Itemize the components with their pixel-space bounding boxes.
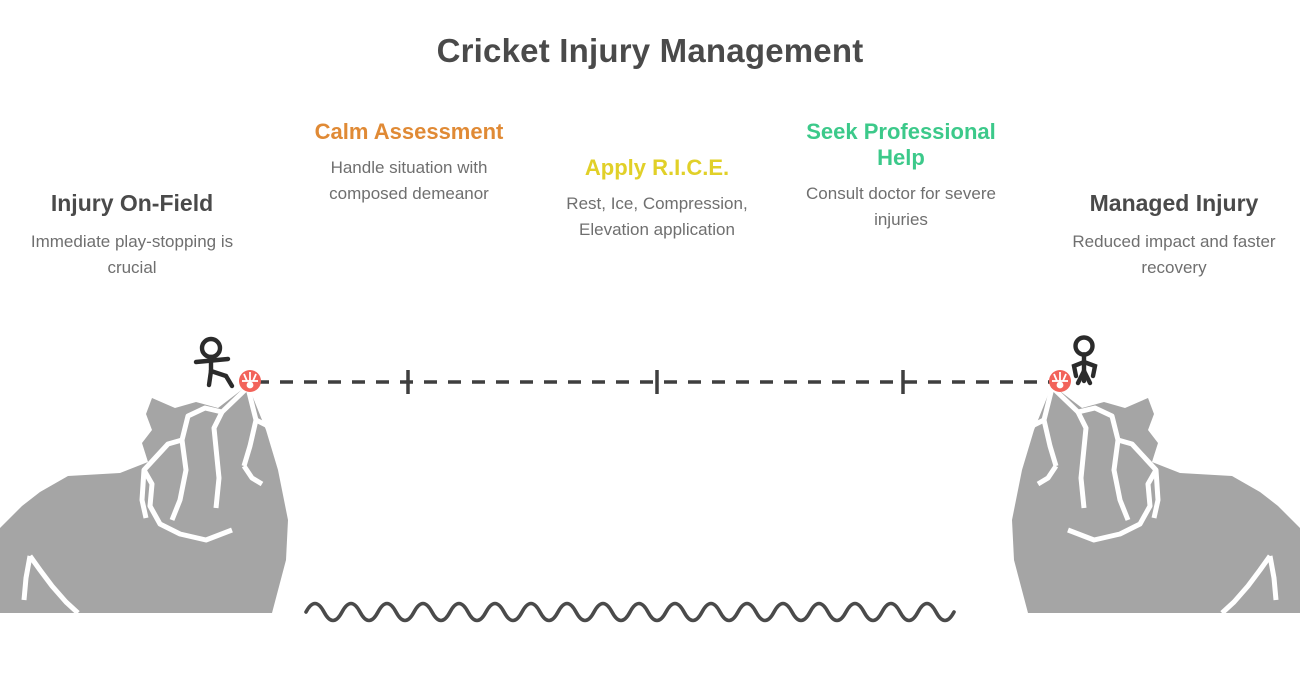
stage-apply-rice: Apply R.I.C.E. Rest, Ice, Compression, E… xyxy=(548,155,766,244)
stage-heading-calm-assessment: Calm Assessment xyxy=(314,119,504,144)
stage-heading-apply-rice: Apply R.I.C.E. xyxy=(584,155,730,180)
stage-heading-managed-injury: Managed Injury xyxy=(1089,190,1259,216)
climber-figure-end xyxy=(1071,335,1098,386)
climber-figure-start xyxy=(193,336,235,389)
page-title: Cricket Injury Management xyxy=(436,32,864,69)
stage-description-apply-rice: Rest, Ice, Compression, Elevation applic… xyxy=(566,193,748,240)
water-wave-line xyxy=(304,601,956,623)
stage-description-injury-on-field: Immediate play-stopping is crucial xyxy=(30,232,234,278)
stage-calm-assessment: Calm Assessment Handle situation with co… xyxy=(300,119,518,208)
left-mountain xyxy=(0,385,288,615)
right-mountain xyxy=(1012,385,1300,615)
stage-heading-seek-professional-help: Seek Professional Help xyxy=(806,119,996,170)
start-marker-dot xyxy=(239,370,261,392)
end-marker-dot xyxy=(1049,370,1071,392)
stage-seek-professional-help: Seek Professional Help Consult doctor fo… xyxy=(792,119,1010,234)
stage-description-managed-injury: Reduced impact and faster recovery xyxy=(1072,232,1276,278)
stage-injury-on-field: Injury On-Field Immediate play-stopping … xyxy=(12,190,252,282)
stage-description-calm-assessment: Handle situation with composed demeanor xyxy=(329,157,489,204)
stage-heading-injury-on-field: Injury On-Field xyxy=(50,190,214,216)
stage-description-seek-professional-help: Consult doctor for severe injuries xyxy=(806,183,996,230)
stage-managed-injury: Managed Injury Reduced impact and faster… xyxy=(1058,190,1290,282)
